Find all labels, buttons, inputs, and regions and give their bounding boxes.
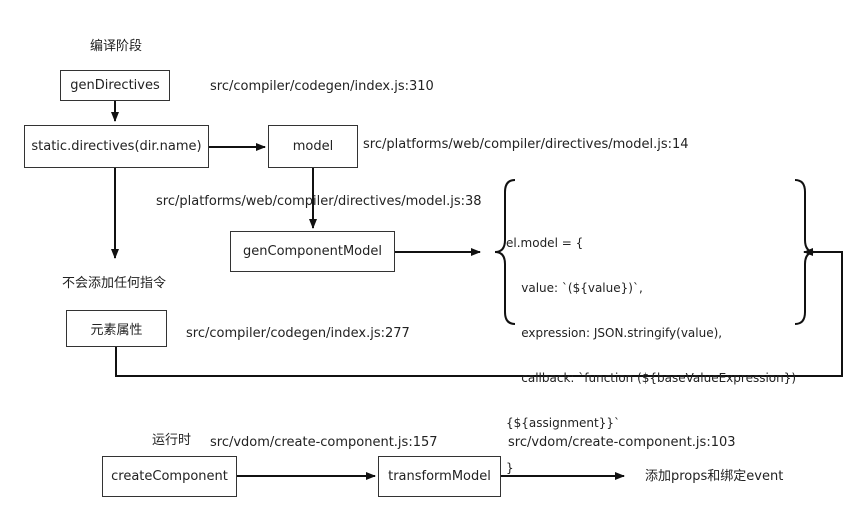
gencomponentmodel-node: genComponentModel bbox=[230, 231, 395, 272]
create-component-157-path: src/vdom/create-component.js:157 bbox=[210, 435, 438, 450]
code-line-5: {${assignment}}` bbox=[506, 416, 620, 430]
code-line-4: callback: `function (${baseValueExpressi… bbox=[506, 371, 797, 385]
create-component-103-path: src/vdom/create-component.js:103 bbox=[508, 435, 736, 450]
gendirectives-node: genDirectives bbox=[60, 70, 170, 101]
right-brace bbox=[794, 179, 816, 325]
code-line-3: expression: JSON.stringify(value), bbox=[506, 326, 723, 340]
codegen-index-277-path: src/compiler/codegen/index.js:277 bbox=[186, 326, 410, 341]
arrow-element-attrs-loop bbox=[115, 248, 843, 377]
createcomponent-node: createComponent bbox=[102, 456, 237, 497]
code-line-1: el.model = { bbox=[506, 236, 584, 250]
no-directive-label: 不会添加任何指令 bbox=[62, 276, 167, 291]
code-line-6: } bbox=[506, 461, 514, 475]
add-props-event-label: 添加props和绑定event bbox=[645, 469, 784, 484]
runtime-phase-label: 运行时 bbox=[152, 433, 192, 448]
model-js-38-path: src/platforms/web/compiler/directives/mo… bbox=[156, 194, 482, 209]
static-directives-node: static.directives(dir.name) bbox=[24, 125, 209, 168]
model-node: model bbox=[268, 125, 358, 168]
element-attrs-node: 元素属性 bbox=[66, 310, 167, 347]
left-brace bbox=[494, 179, 516, 325]
code-line-2: value: `(${value})`, bbox=[506, 281, 643, 295]
model-js-14-path: src/platforms/web/compiler/directives/mo… bbox=[363, 137, 689, 152]
el-model-code-block: el.model = { value: `(${value})`, expres… bbox=[506, 206, 796, 506]
codegen-index-310-path: src/compiler/codegen/index.js:310 bbox=[210, 79, 434, 94]
transformmodel-node: transformModel bbox=[378, 456, 501, 497]
compile-phase-label: 编译阶段 bbox=[90, 39, 143, 54]
